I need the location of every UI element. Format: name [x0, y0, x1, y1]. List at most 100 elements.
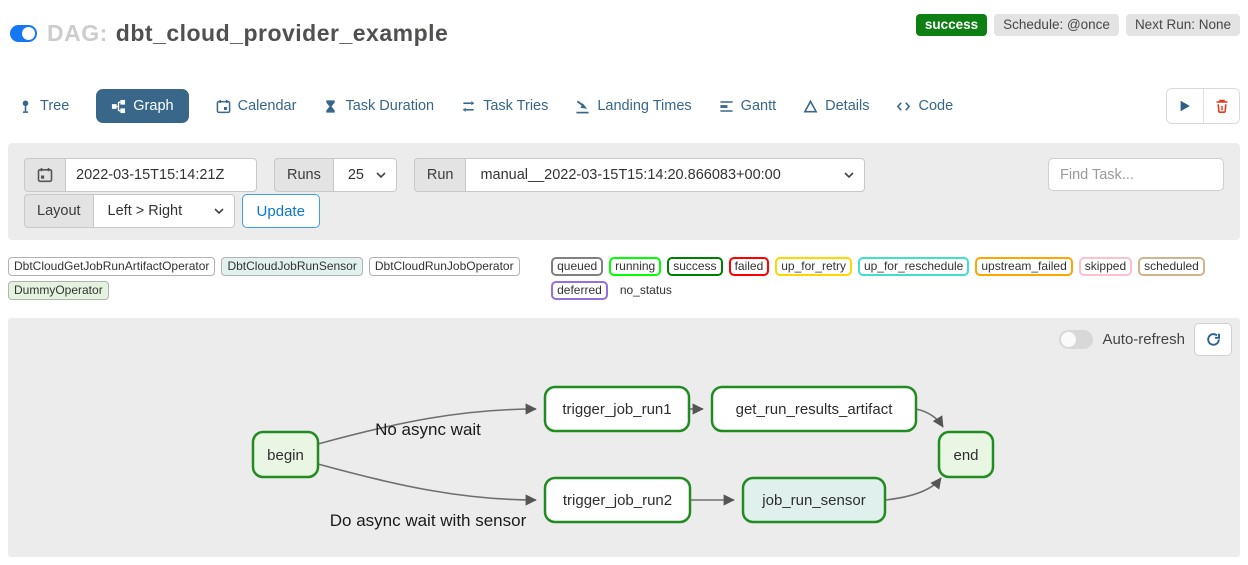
- edge-begin-trigger2: [317, 463, 537, 506]
- runs-group: Runs 25: [274, 158, 397, 192]
- state-badge: failed: [728, 257, 770, 276]
- legend: DbtCloudGetJobRunArtifactOperator DbtClou…: [8, 257, 1240, 300]
- update-button[interactable]: Update: [241, 194, 320, 228]
- code-brackets-icon: [897, 101, 911, 111]
- dag-title: dbt_cloud_provider_example: [115, 19, 449, 46]
- tab-calendar[interactable]: Calendar: [216, 98, 297, 114]
- tab-label: Task Duration: [345, 98, 435, 114]
- svg-text:get_run_results_artifact: get_run_results_artifact: [736, 401, 894, 418]
- run-label: Run: [413, 158, 466, 192]
- svg-text:trigger_job_run1: trigger_job_run1: [562, 401, 671, 418]
- toggle-knob: [1061, 332, 1077, 347]
- tab-code[interactable]: Code: [896, 98, 953, 114]
- operator-badge: DummyOperator: [8, 281, 109, 300]
- state-badge: up_for_retry: [775, 257, 852, 276]
- runs-select[interactable]: 25: [332, 158, 397, 192]
- base-date-input[interactable]: [65, 158, 257, 192]
- schedule-badge: Schedule: @once: [994, 14, 1119, 36]
- svg-text:trigger_job_run2: trigger_job_run2: [563, 492, 672, 509]
- graph-panel: Auto-refresh No async wait Do async wait…: [8, 318, 1240, 557]
- graph-node-trigger-job-run2[interactable]: trigger_job_run2: [543, 476, 692, 524]
- triangle-icon: [803, 99, 818, 112]
- filter-row-2: Layout Left > Right Update: [24, 194, 320, 228]
- state-badge: up_for_reschedule: [857, 257, 970, 276]
- svg-text:begin: begin: [267, 447, 304, 464]
- tab-details[interactable]: Details: [803, 98, 869, 114]
- tree-icon: [22, 100, 29, 113]
- state-badge: deferred: [551, 281, 608, 300]
- tab-task-duration[interactable]: Task Duration: [323, 98, 434, 114]
- operator-legend: DbtCloudGetJobRunArtifactOperator DbtClou…: [8, 257, 551, 300]
- hourglass-icon: [326, 99, 336, 113]
- runs-label: Runs: [274, 158, 333, 192]
- graph-controls: Auto-refresh: [1059, 323, 1232, 356]
- tab-label: Details: [825, 98, 870, 114]
- delete-dag-button[interactable]: [1203, 89, 1239, 123]
- dag-graph: No async wait Do async wait with sensor …: [251, 385, 995, 530]
- chevron-down-icon: [213, 207, 224, 214]
- runs-value: 25: [347, 167, 364, 183]
- dag-header: DAG: dbt_cloud_provider_example success …: [10, 12, 1240, 54]
- dag-actions: [1166, 88, 1240, 124]
- operator-badge: DbtCloudJobRunSensor: [221, 257, 363, 276]
- graph-node-get-run-results-artifact[interactable]: get_run_results_artifact: [710, 385, 918, 433]
- operator-badge: DbtCloudRunJobOperator: [368, 257, 520, 276]
- graph-node-begin[interactable]: begin: [251, 430, 320, 479]
- play-icon: [1180, 100, 1190, 112]
- svg-text:end: end: [953, 447, 978, 464]
- tab-label: Tree: [40, 98, 70, 114]
- filter-row-1: Runs 25 Run manual__2022-03-15T15:14:20.…: [24, 158, 866, 192]
- refresh-button[interactable]: [1194, 323, 1232, 356]
- tab-task-tries[interactable]: Task Tries: [461, 98, 548, 114]
- status-badge: success: [915, 14, 988, 36]
- chevron-down-icon: [844, 171, 855, 178]
- tab-label: Graph: [133, 98, 174, 114]
- tab-label: Code: [918, 98, 954, 114]
- plane-landing-icon: [576, 100, 589, 113]
- state-badge: success: [667, 257, 723, 276]
- base-date-group: [24, 158, 257, 192]
- dag-prefix-label: DAG:: [47, 19, 108, 46]
- trigger-dag-button[interactable]: [1167, 89, 1203, 123]
- auto-refresh-label: Auto-refresh: [1102, 331, 1185, 348]
- tab-label: Calendar: [237, 98, 297, 114]
- state-badge: no_status: [613, 281, 678, 300]
- tab-gantt[interactable]: Gantt: [719, 98, 776, 114]
- header-badges: success Schedule: @once Next Run: None: [915, 14, 1240, 36]
- find-task-input[interactable]: [1048, 158, 1224, 191]
- edge-label-no-async: No async wait: [375, 420, 481, 439]
- run-value: manual__2022-03-15T15:14:20.866083+00:00: [480, 167, 781, 183]
- repeat-icon: [462, 100, 475, 112]
- calendar-icon: [216, 99, 230, 113]
- tab-label: Landing Times: [597, 98, 692, 114]
- state-badge: skipped: [1078, 257, 1133, 276]
- tab-landing-times[interactable]: Landing Times: [575, 98, 692, 114]
- tab-graph[interactable]: Graph: [96, 89, 189, 123]
- tab-tree[interactable]: Tree: [18, 98, 69, 114]
- next-run-badge: Next Run: None: [1125, 14, 1240, 36]
- trash-icon: [1216, 99, 1227, 114]
- refresh-icon: [1206, 333, 1220, 346]
- chevron-down-icon: [376, 171, 386, 178]
- auto-refresh-toggle[interactable]: [1059, 330, 1094, 349]
- tab-label: Task Tries: [483, 98, 549, 114]
- toggle-knob: [22, 26, 35, 40]
- view-tabs: Tree Graph Calendar Task Duration Task T…: [18, 86, 953, 126]
- run-group: Run manual__2022-03-15T15:14:20.866083+0…: [413, 158, 866, 192]
- layout-select[interactable]: Left > Right: [92, 194, 235, 228]
- operator-badge: DbtCloudGetJobRunArtifactOperator: [8, 257, 216, 276]
- run-select[interactable]: manual__2022-03-15T15:14:20.866083+00:00: [465, 158, 866, 192]
- graph-node-end[interactable]: end: [937, 430, 995, 479]
- edge-artifact-end: [915, 408, 944, 428]
- layout-label: Layout: [24, 194, 93, 228]
- state-badge: scheduled: [1138, 257, 1205, 276]
- graph-node-trigger-job-run1[interactable]: trigger_job_run1: [543, 385, 691, 433]
- state-badge: upstream_failed: [975, 257, 1073, 276]
- graph-node-job-run-sensor[interactable]: job_run_sensor: [741, 476, 887, 524]
- dag-pause-toggle[interactable]: [10, 24, 37, 42]
- edge-label-async-sensor: Do async wait with sensor: [330, 511, 527, 530]
- tab-label: Gantt: [740, 98, 777, 114]
- calendar-addon: [24, 158, 65, 192]
- edge-sensor-end: [884, 477, 942, 501]
